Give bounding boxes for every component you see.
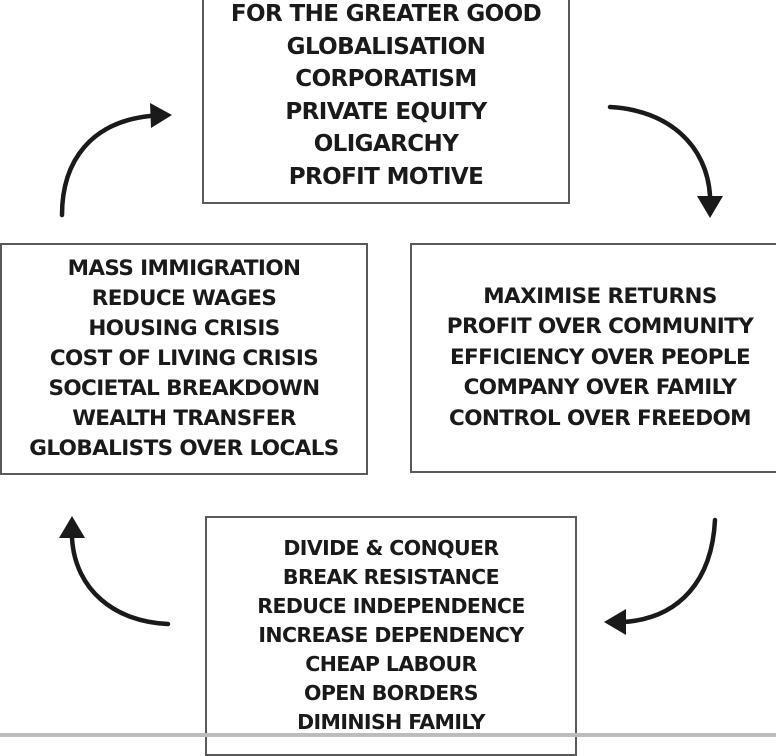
left-box-list: MASS IMMIGRATION REDUCE WAGES HOUSING CR… [29, 254, 339, 464]
left-item-1: MASS IMMIGRATION [67, 256, 301, 281]
right-item-1: MAXIMISE RETURNS [483, 283, 717, 309]
bottom-item-7: DIMINISH FAMILY [297, 710, 485, 734]
bottom-item-6: OPEN BORDERS [304, 681, 479, 705]
arrow-top-to-right-icon [607, 104, 723, 218]
right-box: MAXIMISE RETURNS PROFIT OVER COMMUNITY E… [410, 243, 776, 473]
bottom-item-3: REDUCE INDEPENDENCE [257, 594, 525, 618]
right-item-3: EFFICIENCY OVER PEOPLE [449, 344, 751, 370]
left-item-3: HOUSING CRISIS [88, 316, 280, 341]
left-box: MASS IMMIGRATION REDUCE WAGES HOUSING CR… [0, 243, 368, 475]
right-item-4: COMPANY OVER FAMILY [463, 375, 737, 401]
bottom-item-2: BREAK RESISTANCE [282, 565, 500, 589]
left-item-6: WEALTH TRANSFER [72, 406, 296, 431]
top-item-2: GLOBALISATION [286, 33, 486, 60]
bottom-item-4: INCREASE DEPENDENCY [258, 623, 524, 647]
bottom-item-1: DIVIDE & CONQUER [283, 536, 499, 560]
bottom-item-5: CHEAP LABOUR [305, 652, 477, 676]
left-item-4: COST OF LIVING CRISIS [49, 346, 319, 371]
left-item-2: REDUCE WAGES [91, 286, 277, 311]
bottom-box-list: DIVIDE & CONQUER BREAK RESISTANCE REDUCE… [257, 534, 525, 737]
top-item-1: FOR THE GREATER GOOD [230, 1, 542, 27]
top-item-3: CORPORATISM [295, 66, 477, 92]
right-item-5: CONTROL OVER FREEDOM [449, 405, 752, 431]
top-box: FOR THE GREATER GOOD GLOBALISATION CORPO… [202, 0, 570, 204]
arrow-left-to-top-icon [59, 103, 172, 218]
bottom-edge-divider [0, 733, 776, 737]
arrow-bottom-to-left-icon [59, 516, 171, 627]
left-item-7: GLOBALISTS OVER LOCALS [29, 436, 339, 461]
right-box-list: MAXIMISE RETURNS PROFIT OVER COMMUNITY E… [446, 282, 754, 435]
right-item-2: PROFIT OVER COMMUNITY [446, 314, 754, 340]
top-box-list: FOR THE GREATER GOOD GLOBALISATION CORPO… [230, 0, 542, 193]
top-item-6: PROFIT MOTIVE [288, 163, 484, 190]
top-item-5: OLIGARCHY [313, 131, 459, 157]
left-item-5: SOCIETAL BREAKDOWN [48, 376, 320, 401]
top-item-4: PRIVATE EQUITY [285, 98, 487, 125]
arrow-right-to-bottom-icon [604, 517, 718, 635]
